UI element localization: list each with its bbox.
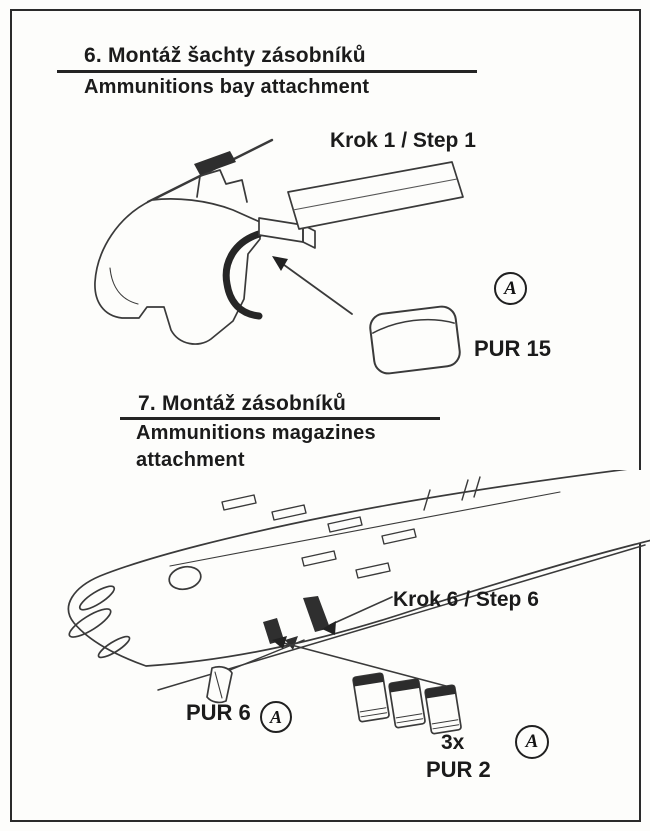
section7-title-underline: [120, 417, 440, 420]
bay-cover-panel: [288, 162, 463, 229]
circled-a-icon: A: [515, 725, 549, 759]
step6-label: Krok 6 / Step 6: [393, 588, 539, 611]
pur15-part-body: [369, 305, 462, 375]
pur2-label: PUR 2: [426, 757, 491, 782]
fuselage-belly-outline: [68, 470, 650, 666]
exhaust-ovals: [66, 582, 132, 660]
windscreen-lines: [197, 170, 247, 202]
section6-title-english: Ammunitions bay attachment: [84, 76, 370, 98]
magazines-arrow-line: [280, 642, 446, 686]
pur6-part-drawing: [207, 667, 232, 703]
pur15-part-drawing: [369, 305, 462, 375]
bay-door-flaps: [263, 596, 330, 650]
section7-title-czech: 7. Montáž zásobníků: [138, 392, 346, 415]
section7-title-english-line1: Ammunitions magazines: [136, 422, 376, 444]
glue-marker-letter: A: [525, 731, 539, 752]
section6-title-czech: 6. Montáž šachty zásobníků: [84, 44, 366, 67]
circled-a-icon: A: [260, 701, 292, 733]
pur6-label: PUR 6: [186, 700, 251, 725]
step6-arrow-line: [330, 597, 392, 625]
glue-marker-letter: A: [269, 706, 282, 727]
panel-fold-line: [293, 179, 457, 210]
mid-panel-line: [170, 492, 560, 566]
magazines-arrowhead: [272, 636, 287, 649]
pur15-label: PUR 15: [474, 336, 552, 361]
quantity-label: 3x: [441, 731, 465, 754]
hatch-panel-lines: [222, 477, 480, 578]
access-window-ellipse: [167, 564, 203, 592]
assembly-arrow-line: [280, 262, 352, 314]
assembly-arrowhead: [272, 256, 288, 271]
page-border-frame: [10, 9, 641, 822]
ammo-bay-assembly-drawing: [0, 118, 650, 388]
section6-title-underline: [57, 70, 477, 73]
fuselage-nose-outline: [95, 199, 260, 344]
step1-label: Krok 1 / Step 1: [330, 129, 476, 152]
circled-a-icon: A: [494, 272, 527, 305]
pur15-lid-line: [372, 316, 454, 333]
glue-marker-letter: A: [504, 277, 517, 299]
bay-lip-side: [303, 225, 315, 248]
nose-panel-line: [110, 268, 138, 304]
canopy-frame: [194, 151, 236, 175]
pur2-magazines-drawing: [353, 673, 462, 734]
step6-arrowhead: [322, 621, 336, 635]
magazines-assembly-drawing: [0, 470, 650, 820]
ammo-bay-opening: [226, 234, 259, 316]
section7-title-english-line2: attachment: [136, 449, 245, 471]
